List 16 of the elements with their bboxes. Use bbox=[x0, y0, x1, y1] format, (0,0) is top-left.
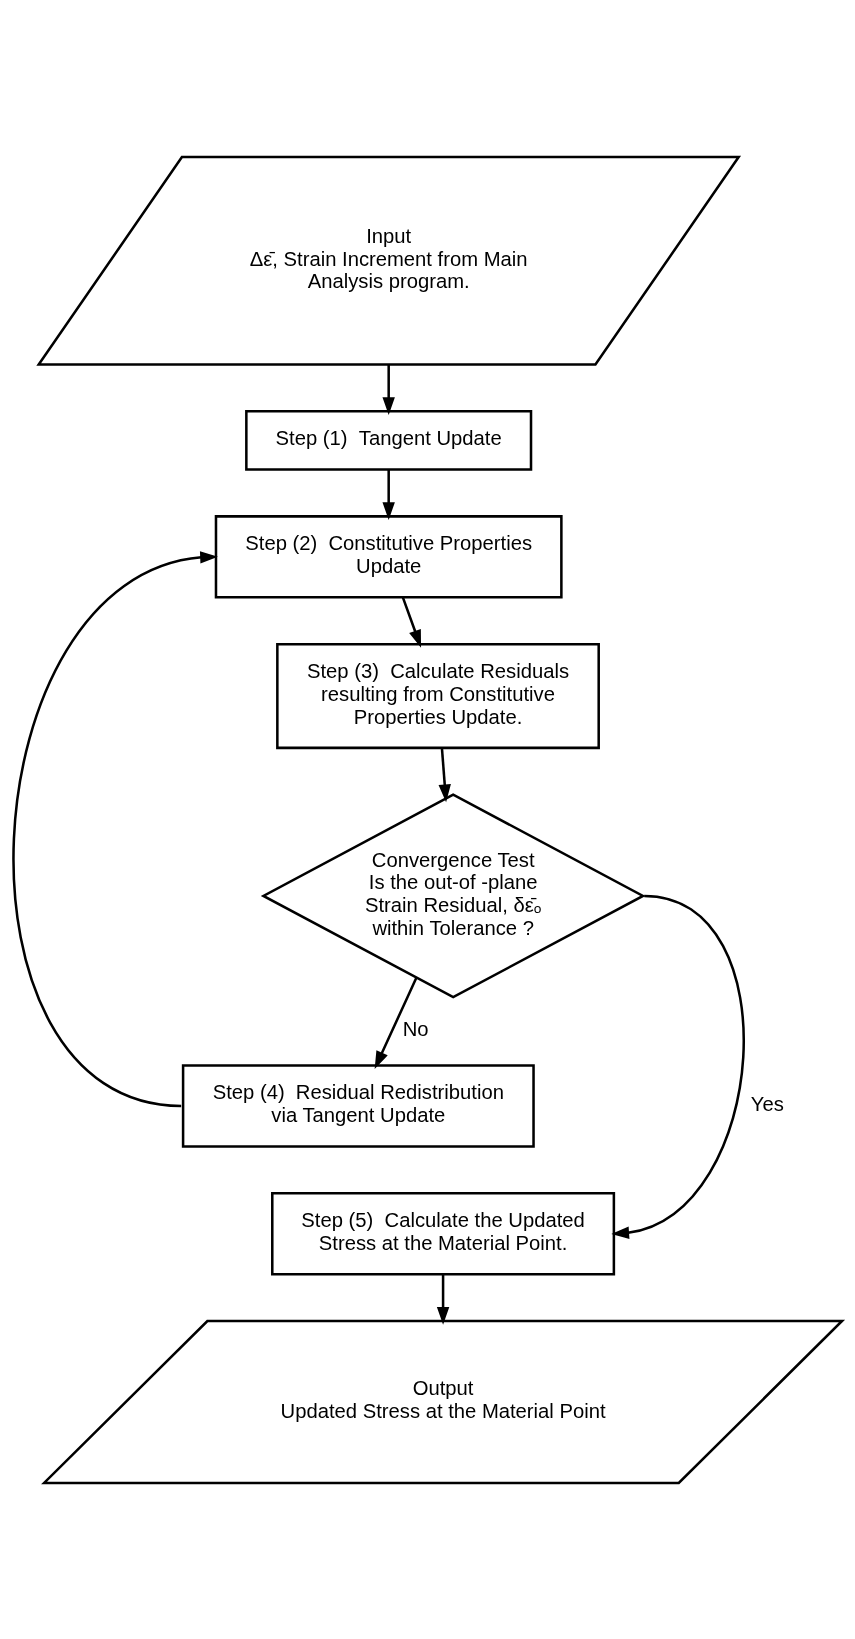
edge-label: Yes bbox=[750, 1092, 784, 1115]
node-box: Step (4) Residual Redistribution via Tangent Update bbox=[181, 1063, 535, 1148]
arrow bbox=[401, 596, 422, 648]
arrow bbox=[12, 550, 218, 1107]
node-box: Step (2) Constitutive Properties Update bbox=[214, 514, 563, 599]
arrow bbox=[611, 894, 745, 1239]
arrow bbox=[382, 469, 395, 520]
edge-label: No bbox=[402, 1017, 429, 1040]
node-box: Step (3) Calculate Residuals resulting from Constitutive Properties Update. bbox=[276, 642, 600, 749]
node-box: Step (1) Tangent Update bbox=[245, 409, 533, 471]
arrow bbox=[382, 364, 395, 415]
arrow bbox=[438, 747, 451, 802]
arrow bbox=[436, 1273, 450, 1325]
arrow bbox=[374, 976, 418, 1069]
node-box: Step (5) Calculate the Updated Stress at the Material Point. bbox=[271, 1191, 616, 1275]
node-diamond: Convergence Test Is the out-of -plane Strain Residual, δε̄ₒ within Tolerance ? bbox=[260, 792, 646, 999]
